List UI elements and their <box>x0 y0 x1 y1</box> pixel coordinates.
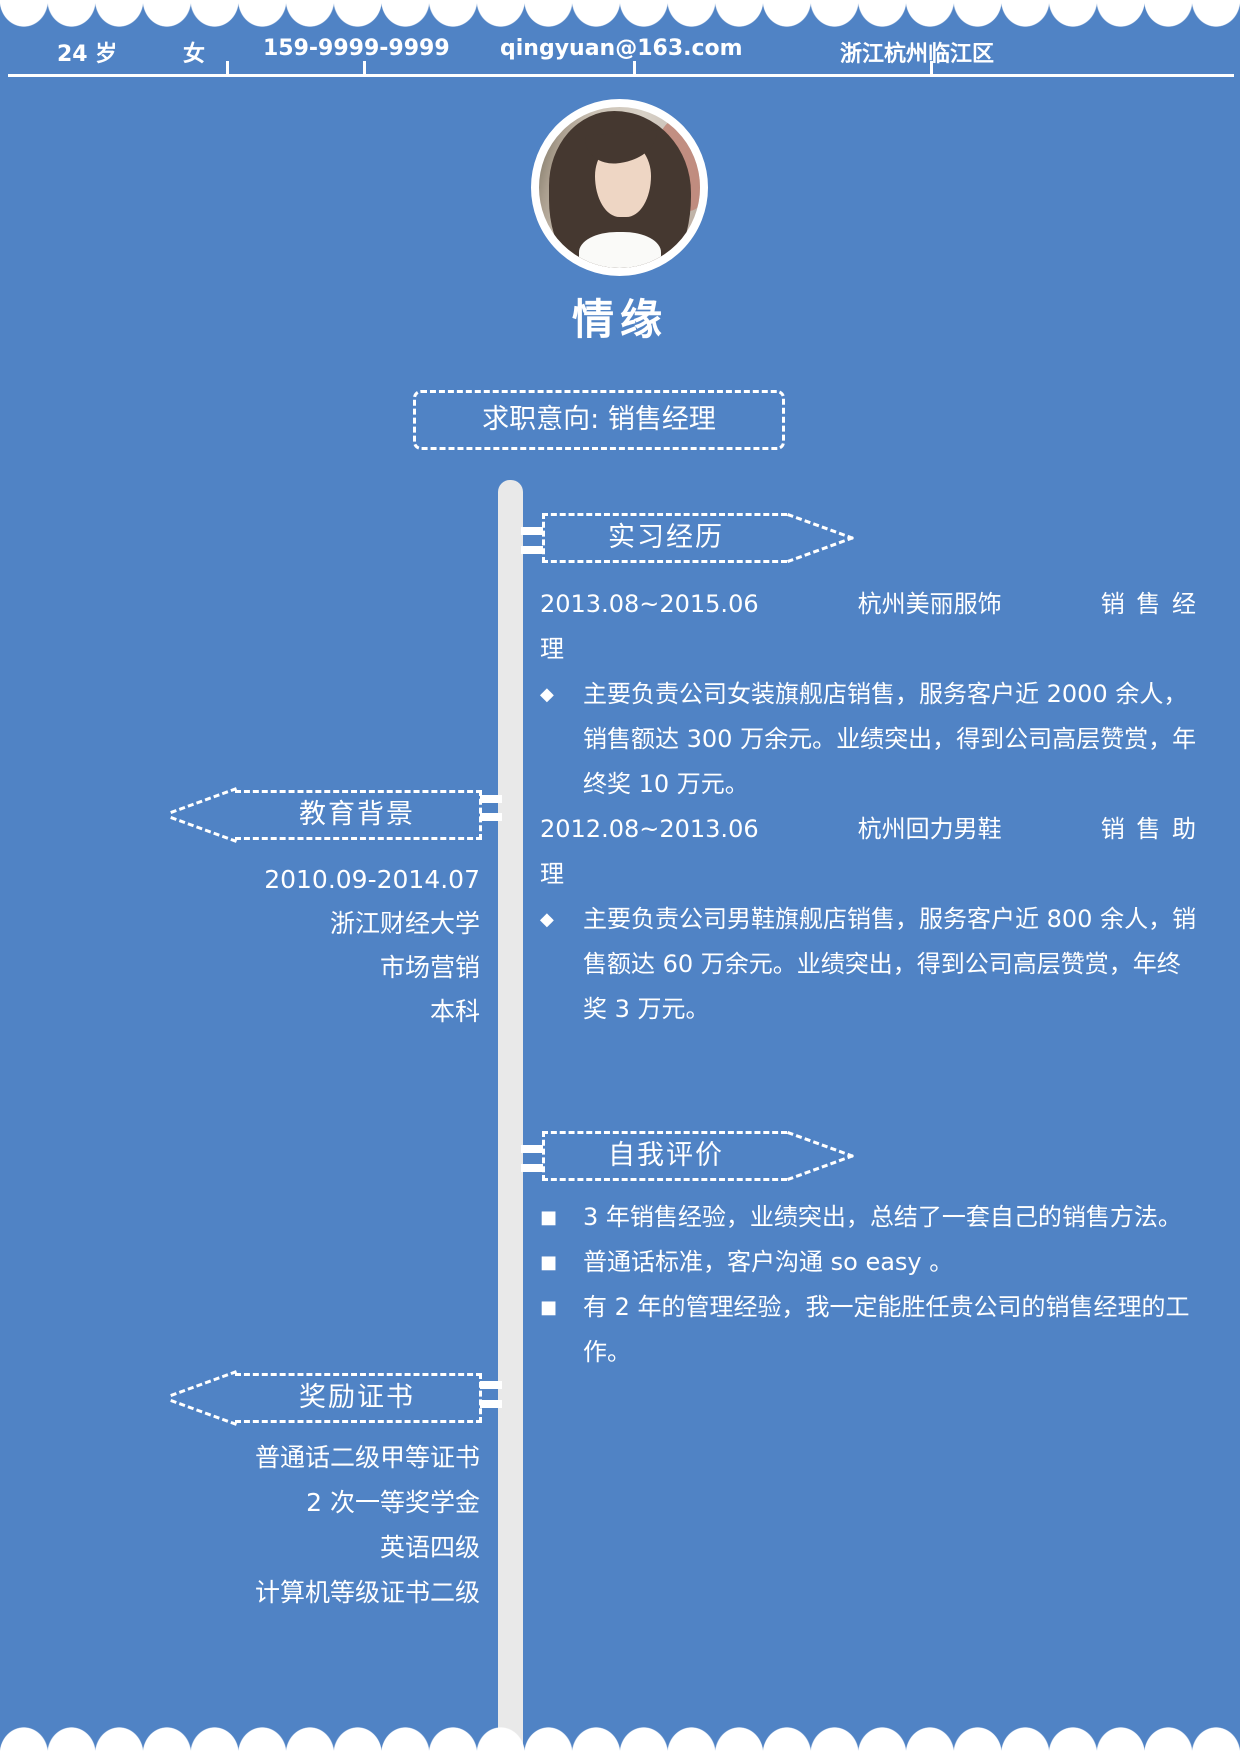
diamond-bullet-icon: ◆ <box>540 909 554 930</box>
job-period: 2013.08~2015.06 <box>540 590 759 618</box>
job-bullet-row: ◆ 主要负责公司女装旗舰店销售，服务客户近 2000 余人，销售额达 300 万… <box>540 672 1198 807</box>
arrow-edge <box>786 536 854 563</box>
section-title-awards: 奖励证书 <box>299 1382 415 1413</box>
header-email: qingyuan@163.com <box>500 36 743 61</box>
self-eval-bullet-row: ■ 普通话标准，客户沟通 so easy 。 <box>540 1240 1198 1285</box>
arrow-edge <box>170 1399 237 1426</box>
self-eval-bullet-text: 普通话标准，客户沟通 so easy 。 <box>583 1248 954 1276</box>
job-company: 杭州美丽服饰 <box>857 590 1002 618</box>
award-item: 英语四级 <box>379 1533 480 1562</box>
connector-bracket <box>480 1400 502 1408</box>
section-header-awards: 奖励证书 <box>170 1370 482 1426</box>
profile-photo <box>531 99 708 276</box>
job-role: 销 售 经 <box>1100 590 1198 618</box>
header-phone: 159-9999-9999 <box>263 36 450 61</box>
arrow-edge <box>786 1131 854 1158</box>
job-entry: 2013.08~2015.06 杭州美丽服饰 销 售 经 理 ◆ 主要负责公司女… <box>540 582 1198 807</box>
education-major: 市场营销 <box>379 953 480 982</box>
section-title-self-evaluation: 自我评价 <box>608 1140 724 1171</box>
education-content: 2010.09-2014.07 浙江财经大学 市场营销 本科 <box>160 858 480 1034</box>
diamond-bullet-icon: ◆ <box>540 684 554 705</box>
section-header-education: 教育背景 <box>170 787 482 843</box>
square-bullet-icon: ■ <box>540 1297 558 1318</box>
header-location: 浙江杭州临江区 <box>840 42 995 67</box>
connector-bracket <box>480 813 502 821</box>
job-headline: 2012.08~2013.06 杭州回力男鞋 销 售 助 <box>540 807 1198 852</box>
self-eval-bullet-text: 3 年销售经验，业绩突出，总结了一套自己的销售方法。 <box>583 1203 1182 1231</box>
self-eval-bullet-row: ■ 3 年销售经验，业绩突出，总结了一套自己的销售方法。 <box>540 1195 1198 1240</box>
job-bullet-row: ◆ 主要负责公司男鞋旗舰店销售，服务客户近 800 余人，销售额达 60 万余元… <box>540 897 1198 1032</box>
section-header-experience: 实习经历 <box>542 513 854 563</box>
self-eval-bullet-row: ■ 有 2 年的管理经验，我一定能胜任贵公司的销售经理的工作。 <box>540 1285 1198 1375</box>
award-item: 普通话二级甲等证书 <box>254 1443 480 1472</box>
header-divider-line <box>8 74 1234 77</box>
arrow-edge <box>170 787 237 814</box>
square-bullet-icon: ■ <box>540 1252 558 1273</box>
header-divider-tick <box>930 61 933 75</box>
scallop-border-top <box>0 0 1240 27</box>
candidate-name: 情缘 <box>571 295 668 344</box>
education-period: 2010.09-2014.07 <box>264 865 480 894</box>
header-age: 24 岁 <box>57 42 118 67</box>
self-evaluation-content: ■ 3 年销售经验，业绩突出，总结了一套自己的销售方法。 ■ 普通话标准，客户沟… <box>540 1195 1198 1375</box>
job-role-wrap: 理 <box>540 860 564 888</box>
header-divider-tick <box>633 61 636 75</box>
job-role: 销 售 助 <box>1100 815 1198 843</box>
timeline-bar <box>498 480 523 1754</box>
job-period: 2012.08~2013.06 <box>540 815 759 843</box>
square-bullet-icon: ■ <box>540 1207 558 1228</box>
awards-content: 普通话二级甲等证书 2 次一等奖学金 英语四级 计算机等级证书二级 <box>160 1435 480 1615</box>
header-gender: 女 <box>183 42 206 67</box>
arrow-edge <box>170 816 237 843</box>
experience-content: 2013.08~2015.06 杭州美丽服饰 销 售 经 理 ◆ 主要负责公司女… <box>540 582 1198 1032</box>
job-bullet-text: 主要负责公司男鞋旗舰店销售，服务客户近 800 余人，销售额达 60 万余元。业… <box>583 905 1197 1023</box>
objective-box: 求职意向: 销售经理 <box>413 390 785 450</box>
connector-bracket <box>480 795 502 803</box>
header-divider-tick <box>363 61 366 75</box>
education-school: 浙江财经大学 <box>329 909 480 938</box>
job-headline: 2013.08~2015.06 杭州美丽服饰 销 售 经 <box>540 582 1198 627</box>
job-entry: 2012.08~2013.06 杭州回力男鞋 销 售 助 理 ◆ 主要负责公司男… <box>540 807 1198 1032</box>
award-item: 2 次一等奖学金 <box>306 1488 480 1517</box>
section-title-education: 教育背景 <box>299 799 415 830</box>
section-header-self-evaluation: 自我评价 <box>542 1131 854 1181</box>
connector-bracket <box>521 527 543 535</box>
header-divider-tick <box>226 61 229 75</box>
connector-bracket <box>521 1164 543 1172</box>
photo-shirt <box>579 232 661 268</box>
job-bullet-text: 主要负责公司女装旗舰店销售，服务客户近 2000 余人，销售额达 300 万余元… <box>583 680 1197 798</box>
job-role-wrap: 理 <box>540 635 564 663</box>
arrow-edge <box>786 513 854 540</box>
education-degree: 本科 <box>429 997 480 1026</box>
job-company: 杭州回力男鞋 <box>857 815 1002 843</box>
scallop-border-bottom <box>0 1727 1240 1754</box>
section-title-experience: 实习经历 <box>608 522 724 553</box>
arrow-edge <box>786 1154 854 1181</box>
arrow-edge <box>170 1370 237 1397</box>
connector-bracket <box>521 546 543 554</box>
award-item: 计算机等级证书二级 <box>254 1578 480 1607</box>
connector-bracket <box>480 1381 502 1389</box>
self-eval-bullet-text: 有 2 年的管理经验，我一定能胜任贵公司的销售经理的工作。 <box>583 1293 1190 1366</box>
connector-bracket <box>521 1145 543 1153</box>
